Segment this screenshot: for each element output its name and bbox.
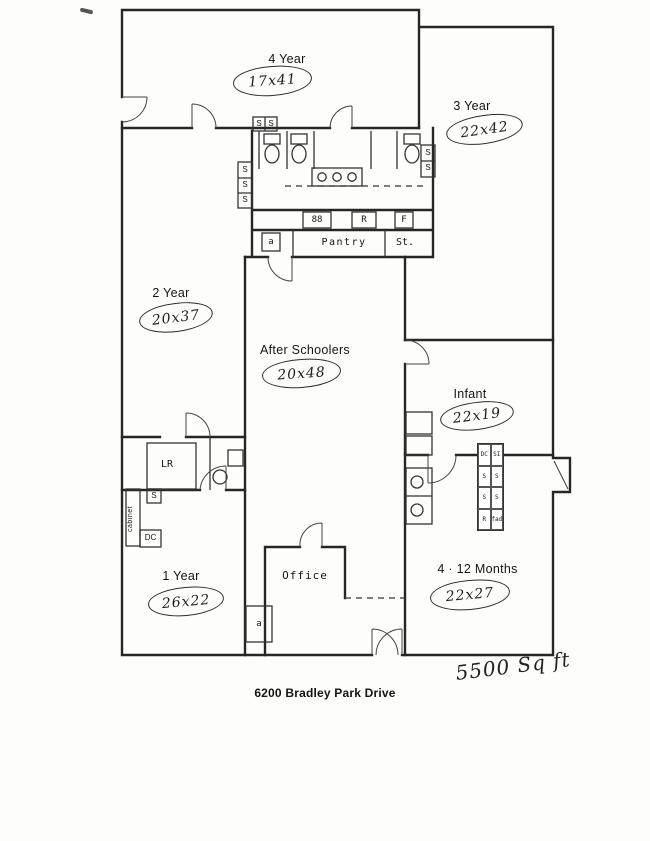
dashed-group (285, 185, 428, 599)
room-label-1-year: 1 Year (162, 569, 200, 583)
fridge-label: R (361, 215, 367, 225)
doors-group (121, 96, 457, 656)
cubby-cell: S (490, 465, 503, 487)
range-label: 88 (311, 215, 323, 225)
freezer-label: F (401, 215, 407, 225)
pantry-label: Pantry (321, 237, 367, 248)
address-caption: 6200 Bradley Park Drive (254, 686, 396, 700)
room-label-office: Office (282, 569, 328, 582)
sink-label: S (425, 163, 431, 172)
room-label-4-year: 4 Year (268, 52, 306, 66)
cubby-grid: DC SI S S S S R fad (477, 443, 504, 531)
cubby-cell: S (478, 465, 491, 487)
room-label-after-schoolers: After Schoolers (260, 343, 350, 357)
room-label-3-year: 3 Year (453, 99, 491, 113)
sink-label: S (425, 148, 431, 157)
cabinet-label: cabinet (127, 505, 134, 532)
room-label-2-year: 2 Year (152, 286, 190, 300)
cubby-cell: R (478, 508, 491, 530)
storage-label: St. (395, 237, 415, 248)
cubby-cell: S (490, 487, 503, 509)
sink-label: S (268, 119, 274, 128)
fixtures-group (125, 116, 569, 643)
cubby-cell: DC (478, 444, 491, 466)
sink-label: S (242, 180, 248, 189)
cubby-cell: S (478, 487, 491, 509)
sink-label: S (242, 165, 248, 174)
closet-label: a (256, 619, 262, 629)
cubby-cell: fad (490, 508, 503, 530)
lr-label: LR (160, 459, 174, 470)
cubby-cell: SI (490, 444, 503, 466)
sink-label: S (242, 195, 248, 204)
sink-label: S (256, 119, 262, 128)
room-label-4-12-months: 4 · 12 Months (437, 562, 518, 576)
sink-label: S (151, 491, 157, 500)
room-label-infant: Infant (453, 387, 487, 401)
dc-label: DC (144, 533, 157, 542)
basin-label: a (268, 237, 274, 247)
